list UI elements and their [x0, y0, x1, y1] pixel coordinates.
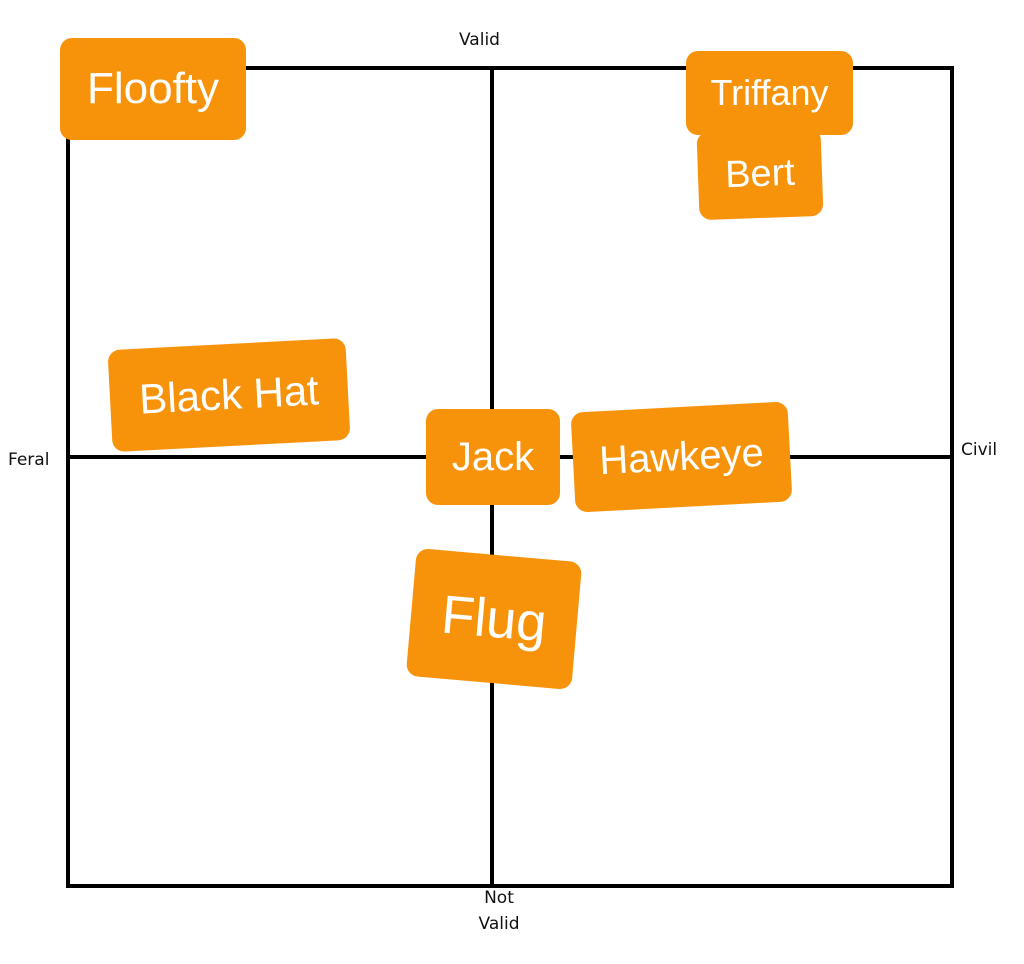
character-label-jack: Jack: [426, 409, 560, 505]
axis-label-top: Valid: [459, 30, 500, 50]
character-label-bert: Bert: [696, 127, 824, 221]
character-label-triffany: Triffany: [686, 51, 853, 135]
chart-frame: [66, 66, 954, 888]
axis-label-right: Civil: [961, 440, 998, 460]
character-label-flug: Flug: [405, 548, 583, 690]
axis-label-bottom: Not Valid: [478, 888, 520, 934]
axis-label-left: Feral: [8, 450, 50, 470]
character-label-hawkeye: Hawkeye: [570, 401, 793, 513]
character-label-black-hat: Black Hat: [107, 337, 351, 453]
character-label-floofty: Floofty: [60, 38, 246, 140]
